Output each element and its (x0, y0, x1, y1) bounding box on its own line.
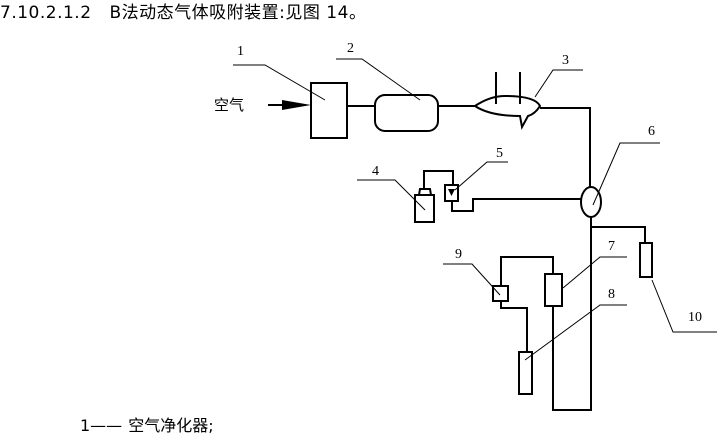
callout-2: 2 (347, 41, 354, 56)
callout-10: 10 (688, 310, 702, 325)
component-8 (518, 351, 533, 395)
component-7 (544, 273, 563, 307)
component-9 (492, 285, 509, 302)
air-arrow-icon (268, 100, 311, 110)
pipe (591, 226, 646, 243)
callout-1: 1 (237, 44, 244, 59)
legend-number: 1—— (80, 416, 123, 435)
section-heading: 7.10.2.1.2 B法动态气体吸附装置:见图 14。 (0, 0, 384, 23)
callout-5: 5 (496, 146, 503, 161)
pipe (552, 217, 592, 411)
section-number: 7.10.2.1.2 (0, 3, 92, 23)
legend-text: 空气净化器; (128, 416, 214, 435)
pipe (451, 198, 581, 212)
air-purifier-box (310, 82, 348, 139)
callout-6: 6 (648, 124, 655, 139)
callout-8: 8 (608, 287, 615, 302)
component-10 (639, 242, 653, 278)
pipe (500, 256, 554, 286)
leader-lines (233, 58, 717, 361)
callout-9: 9 (455, 247, 462, 262)
pipe (423, 170, 454, 189)
component-6 (580, 186, 602, 218)
pipe (500, 301, 528, 352)
component-2 (374, 94, 439, 132)
component-4 (414, 194, 435, 223)
pipe (540, 107, 591, 187)
callout-3: 3 (562, 53, 569, 68)
flow-triangle-icon (448, 189, 455, 196)
air-label: 空气 (214, 96, 244, 114)
callout-4: 4 (372, 164, 379, 179)
legend-item-1: 1—— 空气净化器; (80, 412, 220, 436)
callout-7: 7 (608, 239, 615, 254)
component-3-vessel (473, 72, 542, 130)
section-text: B法动态气体吸附装置:见图 14。 (109, 3, 367, 23)
